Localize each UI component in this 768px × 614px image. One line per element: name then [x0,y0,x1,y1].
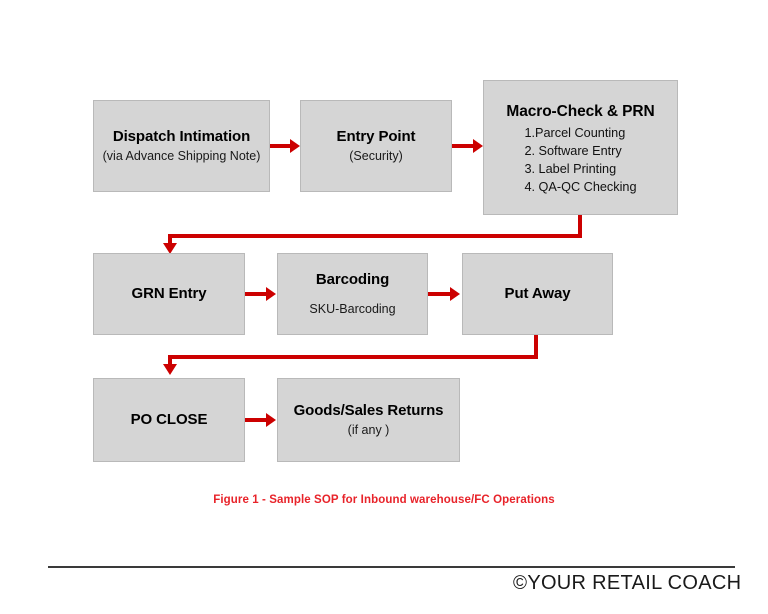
copyright-icon: © [513,573,528,594]
node-subtitle: SKU-Barcoding [309,302,396,317]
node-title: GRN Entry [131,284,207,302]
macro-check-step-list: 1.Parcel Counting 2. Software Entry 3. L… [524,124,636,196]
connector-macrocheck-run [168,234,582,238]
node-title: PO CLOSE [130,410,208,428]
connector-macrocheck-drop [578,215,582,238]
node-grn-entry: GRN Entry [93,253,245,335]
node-title: Goods/Sales Returns [293,401,444,419]
node-title: Dispatch Intimation [112,127,251,145]
connector-barcoding-to-putaway [428,292,450,296]
node-subtitle: (Security) [349,149,403,164]
arrowhead-right-icon [266,287,276,301]
arrowhead-down-icon [163,364,177,375]
node-put-away: Put Away [462,253,613,335]
node-subtitle: (via Advance Shipping Note) [102,149,261,164]
brand-text: YOUR RETAIL COACH [527,572,742,594]
connector-putaway-run [168,355,538,359]
node-dispatch-intimation: Dispatch Intimation (via Advance Shippin… [93,100,270,192]
node-title: Macro-Check & PRN [506,103,655,120]
list-item: 1.Parcel Counting [524,125,626,140]
list-item: 2. Software Entry [524,143,622,158]
connector-grn-to-barcoding [245,292,266,296]
connector-grn-riser [168,234,172,244]
figure-caption: Figure 1 - Sample SOP for Inbound wareho… [213,494,555,506]
arrowhead-right-icon [290,139,300,153]
node-goods-sales-returns: Goods/Sales Returns (if any ) [277,378,460,462]
connector-poclose-riser [168,355,172,365]
node-entry-point: Entry Point (Security) [300,100,452,192]
node-barcoding: Barcoding SKU-Barcoding [277,253,428,335]
node-macro-check-prn: Macro-Check & PRN 1.Parcel Counting 2. S… [483,80,678,215]
node-po-close: PO CLOSE [93,378,245,462]
connector-putaway-drop [534,335,538,359]
connector-poclose-to-returns [245,418,266,422]
arrowhead-right-icon [450,287,460,301]
arrowhead-down-icon [163,243,177,254]
connector-entry-to-macrocheck [452,144,473,148]
arrowhead-right-icon [473,139,483,153]
node-title: Put Away [504,284,571,302]
node-title: Entry Point [336,127,416,145]
list-item: 3. Label Printing [524,161,617,176]
arrowhead-right-icon [266,413,276,427]
brand-wordmark: ©YOUR RETAIL COACH [513,572,741,595]
node-title: Barcoding [315,270,390,288]
footer-divider [48,566,735,568]
connector-dispatch-to-entry [270,144,290,148]
node-subtitle: (if any ) [347,423,390,438]
list-item: 4. QA-QC Checking [524,180,637,194]
